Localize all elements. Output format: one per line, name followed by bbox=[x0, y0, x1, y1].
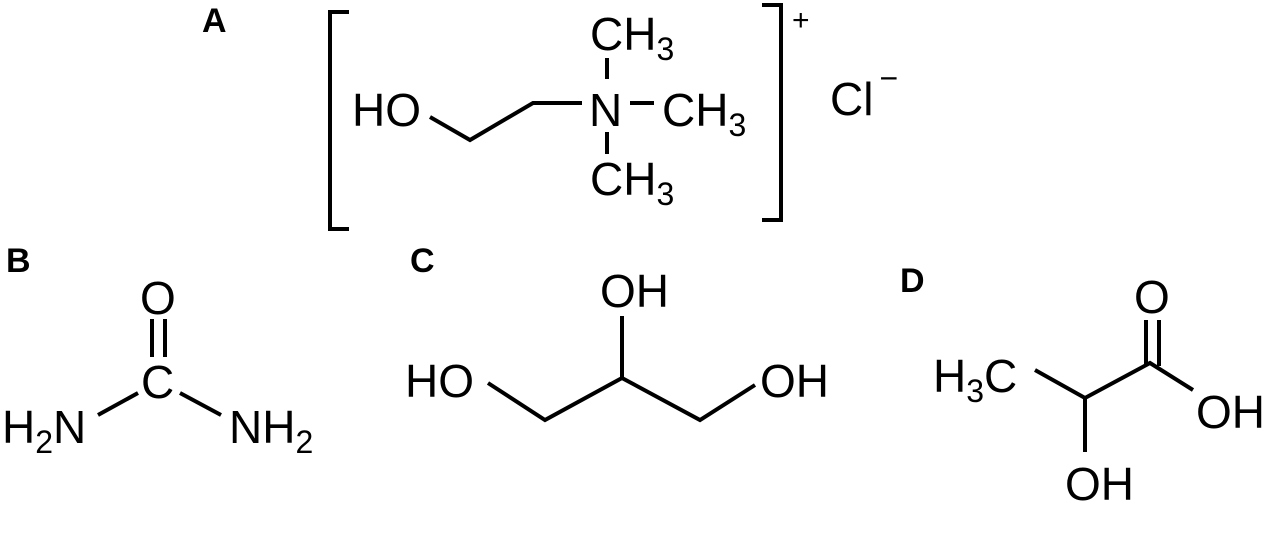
panel-label-a: A bbox=[202, 2, 227, 40]
carbon-chain-bonds bbox=[486, 375, 757, 423]
atom-ho-left: HO bbox=[405, 355, 474, 407]
bond-c-n-right bbox=[179, 391, 222, 417]
atom-ch3-top: CH3 bbox=[590, 8, 674, 67]
atom-oh-bottom: OH bbox=[1065, 458, 1134, 510]
counterion-chloride: Cl− bbox=[830, 60, 898, 125]
atom-n: N bbox=[589, 84, 622, 136]
panel-a-choline-chloride: A + HO N CH3 CH3 CH3 Cl− bbox=[202, 2, 898, 231]
left-bracket bbox=[328, 10, 349, 231]
atom-nh2: NH2 bbox=[229, 401, 313, 460]
atom-h3c: H3C bbox=[933, 350, 1017, 409]
panel-label-d: D bbox=[900, 262, 925, 300]
panel-d-lactic-acid: D O H3C OH OH bbox=[900, 262, 1265, 510]
atom-oh-right: OH bbox=[760, 355, 829, 407]
ethyl-chain-bonds bbox=[429, 101, 582, 143]
panel-label-c: C bbox=[410, 242, 435, 280]
atom-o: O bbox=[140, 272, 176, 324]
carbon-chain-bonds bbox=[1034, 360, 1195, 401]
atom-o: O bbox=[1134, 271, 1170, 323]
atom-ho: HO bbox=[352, 84, 421, 136]
panel-label-b: B bbox=[6, 242, 31, 280]
right-bracket bbox=[762, 3, 783, 222]
panel-c-glycerol: C OH HO OH bbox=[405, 242, 829, 423]
atom-ch3-right: CH3 bbox=[662, 84, 746, 143]
atom-h2n: H2N bbox=[2, 401, 86, 460]
atom-oh-right: OH bbox=[1196, 386, 1265, 438]
panel-b-urea: B O C H2N NH2 bbox=[2, 242, 313, 460]
cation-charge: + bbox=[792, 4, 810, 37]
bond-c-n-left bbox=[97, 391, 139, 417]
atom-oh-top: OH bbox=[600, 265, 669, 317]
atom-ch3-bottom: CH3 bbox=[590, 153, 674, 212]
atom-c: C bbox=[141, 356, 174, 408]
